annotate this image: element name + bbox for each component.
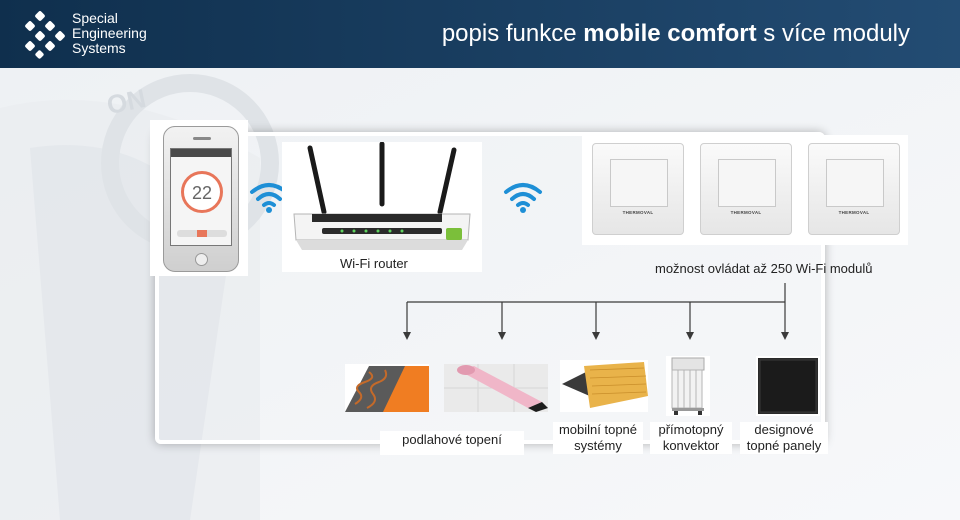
thermostat-dial-icon: 22 (181, 171, 223, 213)
wifi-module-2: THERMOVAL (700, 143, 792, 235)
floor-heating-roll-image (444, 364, 548, 412)
title-prefix: popis funkce (441, 20, 577, 47)
module-switch-plate (718, 159, 776, 207)
heating-panel-image (756, 356, 820, 416)
phone-body: 22 (163, 126, 239, 272)
module-brand: THERMOVAL (838, 210, 870, 215)
product-label-floor: podlahové topení (380, 431, 524, 455)
phone-speaker-icon (193, 137, 211, 140)
product-label-mobile-line-1: mobilní topné (558, 422, 638, 437)
thermostat-temperature: 22 (191, 183, 213, 203)
company-logo-icon (25, 11, 65, 59)
product-label-convector-line-2: konvektor (662, 438, 720, 453)
title-suffix: s více moduly (763, 20, 910, 47)
thermostat-controls (177, 230, 227, 237)
company-name-line-1: Special (72, 10, 118, 26)
wifi-module-3: THERMOVAL (808, 143, 900, 235)
wifi-modules-group: THERMOVAL THERMOVAL THERMOVAL (582, 135, 908, 245)
product-label-convector: přímotopný konvektor (650, 422, 732, 454)
phone-status-bar (171, 149, 231, 157)
product-label-floor-line-1: podlahové topení (402, 432, 502, 447)
product-label-panels-line-1: designové (754, 422, 814, 437)
modules-capacity-label: možnost ovládat až 250 Wi-Fi modulů (655, 261, 873, 276)
page-title: popis funkce mobile comfort s více modul… (442, 20, 910, 48)
product-label-mobile-line-2: systémy (574, 438, 622, 453)
company-name-line-2: Engineering (72, 25, 147, 41)
router-label: Wi-Fi router (340, 256, 408, 271)
convector-heater-image (666, 356, 710, 416)
phone-home-button-icon (195, 253, 208, 266)
title-bold: mobile comfort (583, 20, 757, 47)
module-brand: THERMOVAL (730, 210, 762, 215)
floor-heating-cable-image (345, 364, 429, 412)
product-label-mobile: mobilní topné systémy (553, 422, 643, 454)
product-label-convector-line-1: přímotopný (658, 422, 724, 437)
module-switch-plate (826, 159, 884, 207)
module-switch-plate (610, 159, 668, 207)
wifi-module-1: THERMOVAL (592, 143, 684, 235)
product-label-panels-line-2: topné panely (746, 438, 822, 453)
smartphone-image: 22 (150, 120, 248, 276)
company-name-line-3: Systems (72, 40, 126, 56)
phone-screen: 22 (170, 148, 232, 246)
company-name: Special Engineering Systems (72, 11, 147, 56)
mobile-heating-mat-image (560, 360, 648, 412)
header-bar: Special Engineering Systems popis funkce… (0, 0, 960, 68)
product-label-panels: designové topné panely (740, 422, 828, 454)
wifi-router-image (282, 142, 482, 272)
wifi-signal-icon-right (504, 183, 542, 213)
module-brand: THERMOVAL (622, 210, 654, 215)
